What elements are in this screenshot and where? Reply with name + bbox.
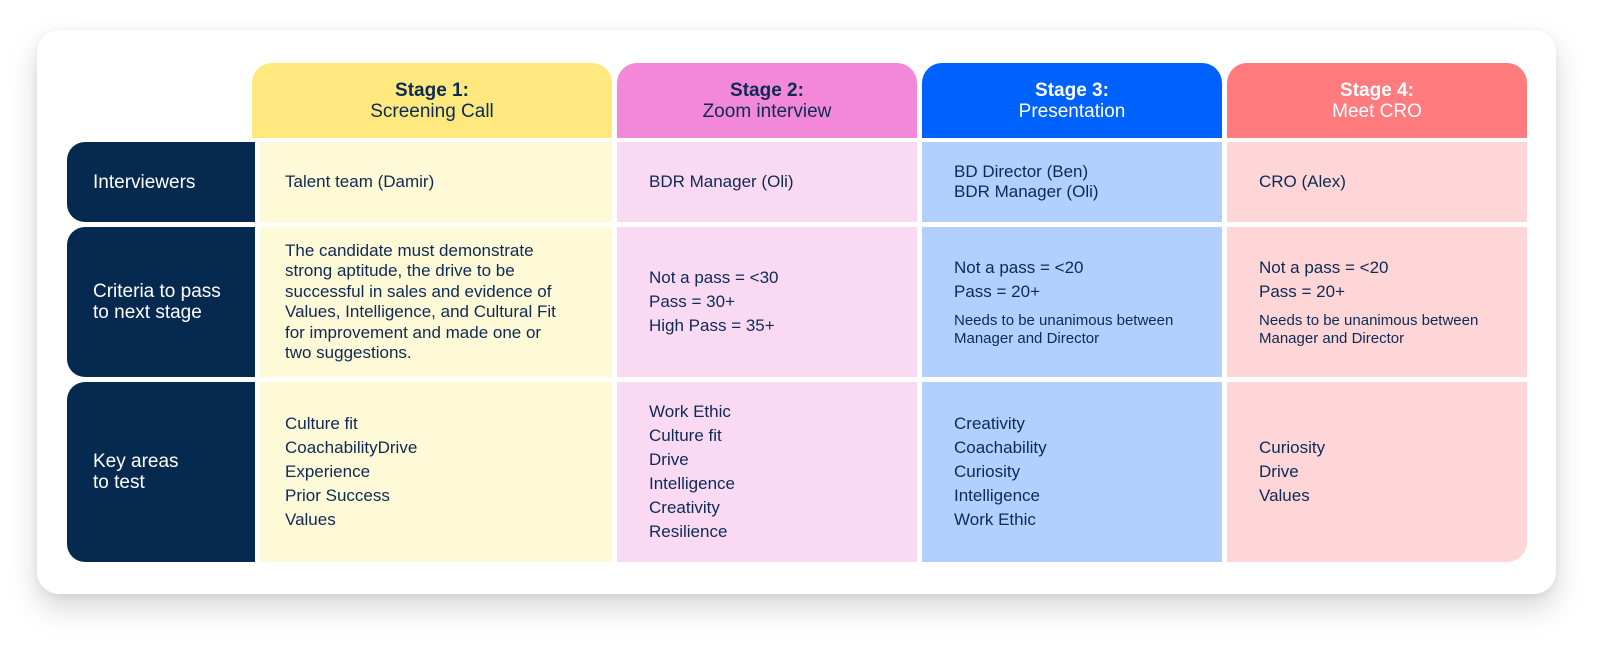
cell-line: Values, Intelligence, and Cultural Fit	[285, 302, 556, 321]
stage-1-name: Screening Call	[370, 100, 494, 122]
cell-line: Values	[1259, 486, 1310, 505]
cell-line: Work Ethic	[954, 510, 1036, 529]
interviewers-cell-stage-4: CRO (Alex)	[1227, 142, 1527, 222]
cell-line: Creativity	[954, 414, 1025, 433]
cell-line: CoachabilityDrive	[285, 438, 418, 457]
cell-line: Drive	[1259, 462, 1299, 481]
criteria-cell-stage-3: Not a pass = <20 Pass = 20+ Needs to be …	[922, 227, 1222, 377]
cell-line: Values	[285, 510, 336, 529]
key-areas-cell-stage-3: Creativity Coachability Curiosity Intell…	[922, 382, 1222, 562]
stage-3-name: Presentation	[1018, 100, 1126, 122]
cell-line: two suggestions.	[285, 343, 412, 362]
cell-line: Coachability	[954, 438, 1047, 457]
cell-line: Pass = 30+	[649, 292, 736, 311]
interviewers-cell-stage-3: BD Director (Ben) BDR Manager (Oli)	[922, 142, 1222, 222]
key-areas-cell-stage-2: Work Ethic Culture fit Drive Intelligenc…	[617, 382, 917, 562]
cell-line: BDR Manager (Oli)	[649, 172, 794, 191]
note-line: Manager and Director	[954, 330, 1100, 347]
cell-line: Drive	[649, 450, 689, 469]
cell-line: Culture fit	[285, 414, 358, 433]
cell-line: Not a pass = <20	[1259, 258, 1389, 277]
cell-line: Resilience	[649, 522, 728, 541]
stage-4-name: Meet CRO	[1332, 100, 1422, 122]
cell-line: for improvement and made one or	[285, 322, 542, 342]
cell-line: Curiosity	[954, 462, 1021, 481]
cell-line: Talent team (Damir)	[285, 172, 435, 191]
stage-4-number: Stage 4:	[1340, 79, 1414, 101]
criteria-cell-stage-2: Not a pass = <30 Pass = 30+ High Pass = …	[617, 227, 917, 377]
cell-line: Intelligence	[649, 474, 736, 493]
stage-3-header: Stage 3: Presentation	[922, 63, 1222, 138]
cell-line: Experience	[285, 462, 371, 481]
row-label-line: Criteria to pass	[93, 281, 221, 302]
stage-1-header: Stage 1: Screening Call	[252, 63, 612, 138]
row-label-line: to test	[93, 472, 145, 493]
stage-2-number: Stage 2:	[730, 79, 804, 101]
cell-line: Curiosity	[1259, 438, 1326, 457]
cell-line: Work Ethic	[649, 402, 731, 421]
cell-line: BDR Manager (Oli)	[954, 182, 1099, 201]
cell-line: High Pass = 35+	[649, 316, 775, 335]
row-label-criteria: Criteria to pass to next stage	[67, 227, 255, 377]
criteria-cell-stage-4: Not a pass = <20 Pass = 20+ Needs to be …	[1227, 227, 1527, 377]
cell-line: Creativity	[649, 498, 720, 517]
criteria-note: Needs to be unanimous between Manager an…	[1259, 312, 1527, 348]
stage-3-number: Stage 3:	[1035, 79, 1109, 101]
note-line: Needs to be unanimous between	[1259, 312, 1479, 329]
cell-line: Not a pass = <30	[649, 268, 779, 287]
cell-line: CRO (Alex)	[1259, 172, 1346, 191]
cell-line: Not a pass = <20	[954, 258, 1084, 277]
cell-line: Culture fit	[649, 426, 722, 445]
note-line: Manager and Director	[1259, 330, 1405, 347]
cell-line: BD Director (Ben)	[954, 161, 1089, 181]
stage-1-number: Stage 1:	[395, 79, 469, 101]
row-label-line: to next stage	[93, 302, 202, 323]
key-areas-cell-stage-1: Culture fit CoachabilityDrive Experience…	[260, 382, 612, 562]
interviewers-cell-stage-1: Talent team (Damir)	[260, 142, 612, 222]
interviewers-cell-stage-2: BDR Manager (Oli)	[617, 142, 917, 222]
criteria-note: Needs to be unanimous between Manager an…	[954, 312, 1222, 348]
cell-line: successful in sales and evidence of	[285, 281, 552, 301]
cell-line: Intelligence	[954, 486, 1041, 505]
note-line: Needs to be unanimous between	[954, 312, 1174, 329]
stage-2-name: Zoom interview	[702, 100, 832, 122]
cell-line: Prior Success	[285, 486, 390, 505]
row-label-line: Key areas	[93, 451, 179, 472]
stage-4-header: Stage 4: Meet CRO	[1227, 63, 1527, 138]
stage-2-header: Stage 2: Zoom interview	[617, 63, 917, 138]
cell-line: strong aptitude, the drive to be	[285, 261, 515, 280]
row-label-key-areas: Key areas to test	[67, 382, 255, 562]
row-label-line: Interviewers	[93, 171, 196, 193]
cell-line: Pass = 20+	[954, 282, 1041, 301]
cell-line: The candidate must demonstrate	[285, 240, 534, 260]
cell-line: Pass = 20+	[1259, 282, 1346, 301]
key-areas-cell-stage-4: Curiosity Drive Values	[1227, 382, 1527, 562]
criteria-cell-stage-1: The candidate must demonstrate strong ap…	[260, 227, 612, 377]
row-label-interviewers: Interviewers	[67, 142, 255, 222]
